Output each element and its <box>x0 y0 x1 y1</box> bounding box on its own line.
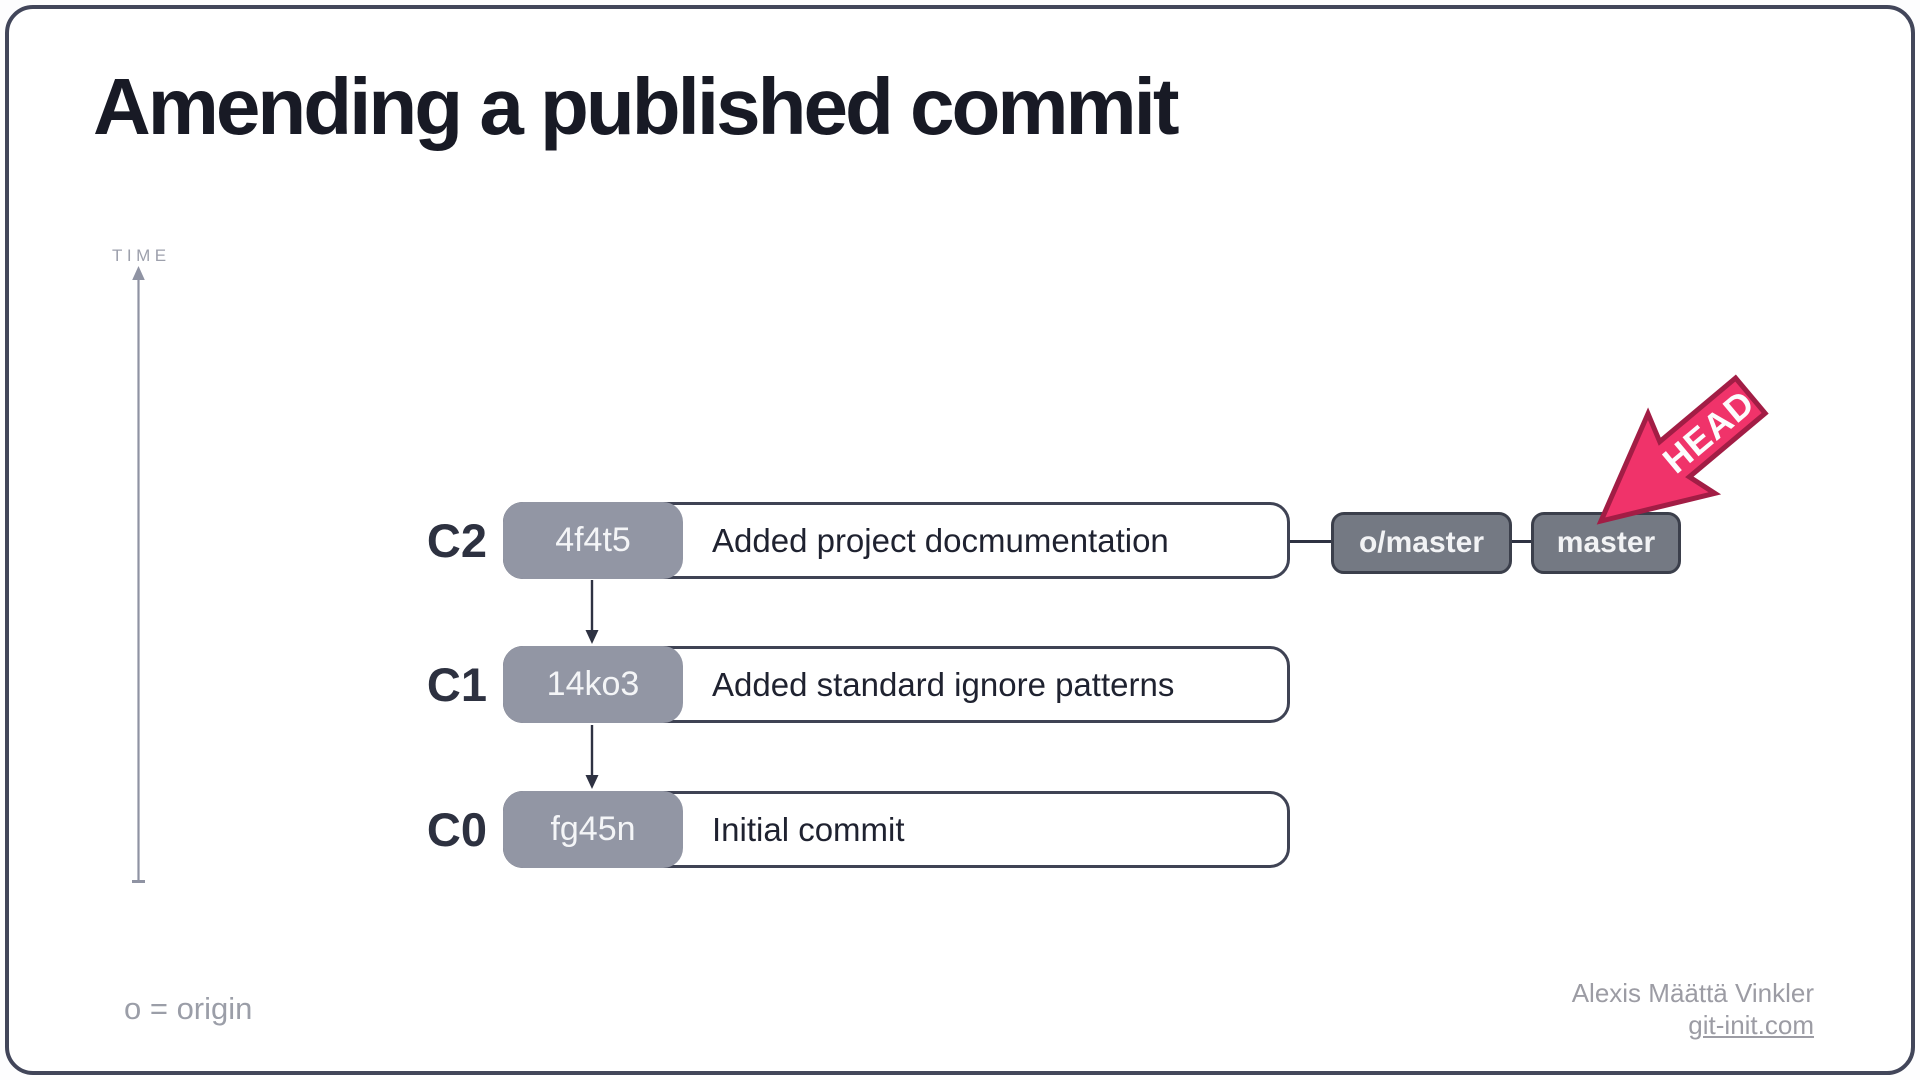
commit-id-label: C0 <box>426 803 487 856</box>
slide-frame: Amending a published commit TIME C2 4f4t… <box>5 5 1915 1075</box>
credits-block: Alexis Määttä Vinkler git-init.com <box>1572 977 1814 1041</box>
time-axis-arrow <box>132 266 145 883</box>
commit-hash-badge: 4f4t5 <box>503 502 683 579</box>
commit-message: Added project docmumentation <box>712 521 1169 559</box>
time-axis-label: TIME <box>112 246 171 265</box>
connector-commit-remote <box>1290 540 1331 543</box>
commit-box: fg45n Initial commit <box>503 791 1290 868</box>
commit-message: Initial commit <box>712 810 905 848</box>
commit-message: Added standard ignore patterns <box>712 665 1175 703</box>
commit-hash-badge: fg45n <box>503 791 683 868</box>
author-name: Alexis Määttä Vinkler <box>1571 978 1814 1008</box>
parent-arrow-c1-c0 <box>585 725 599 789</box>
commit-hash-badge: 14ko3 <box>503 646 683 723</box>
origin-legend: o = origin <box>124 991 253 1026</box>
branch-tag-o-master: o/master <box>1331 512 1512 574</box>
commit-id-label: C2 <box>426 514 487 567</box>
head-pointer-arrow: HEAD <box>1596 374 1769 525</box>
commit-box: 4f4t5 Added project docmumentation <box>503 502 1290 579</box>
page-title: Amending a published commit <box>93 62 1180 151</box>
commit-row-c2: C2 4f4t5 Added project docmumentation <box>9 502 1920 579</box>
commit-box: 14ko3 Added standard ignore patterns <box>503 646 1290 723</box>
connector-remote-local <box>1512 540 1531 543</box>
site-link[interactable]: git-init.com <box>1688 1010 1814 1040</box>
commit-row-c0: C0 fg45n Initial commit <box>9 791 1920 868</box>
commit-id-label: C1 <box>426 658 487 711</box>
parent-arrow-c2-c1 <box>585 580 599 644</box>
commit-row-c1: C1 14ko3 Added standard ignore patterns <box>9 646 1920 723</box>
